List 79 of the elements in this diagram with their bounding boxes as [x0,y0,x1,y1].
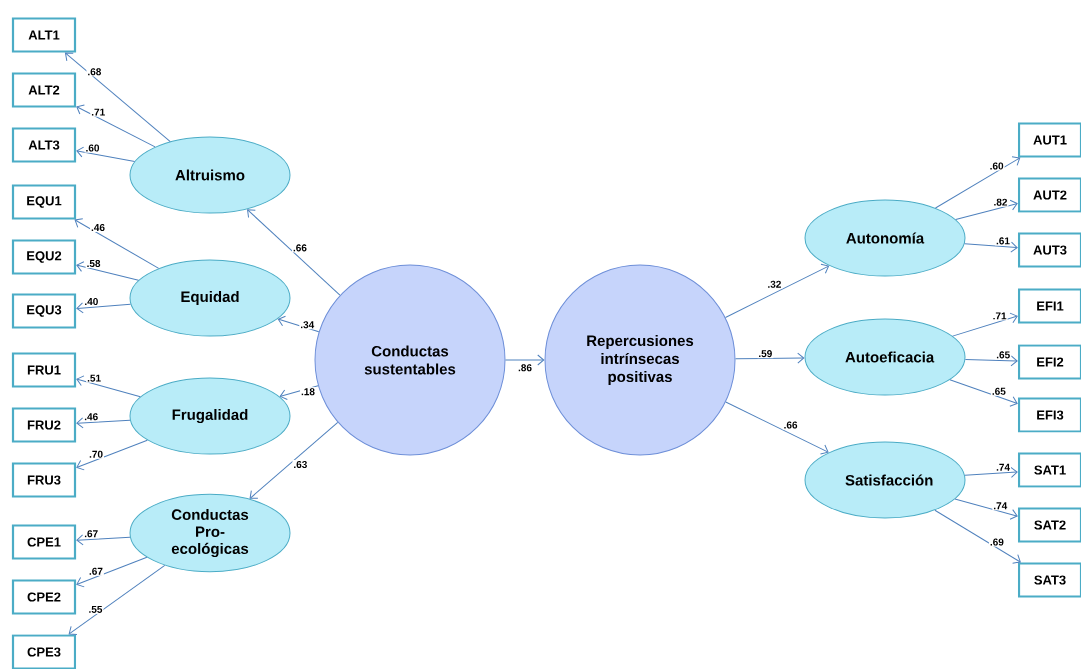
arrow [76,417,131,429]
indicator-box: FRU3 [11,462,77,498]
edge-label: .69 [990,538,1004,546]
indicator-box: EFI3 [1017,397,1081,433]
edge-label: .46 [84,413,98,421]
edge-label: .66 [784,421,798,429]
arrow [935,156,1021,209]
arrow [247,209,341,296]
arrow [68,564,166,635]
edge-label: .58 [87,259,101,268]
arrow [725,401,829,455]
edge-label: .71 [91,108,105,116]
arrow [76,104,156,148]
edge-label: .34 [301,321,315,329]
arrow [76,556,148,588]
indicator-box: CPE2 [11,579,77,615]
indicator-box: CPE1 [11,524,77,560]
arrow [76,534,131,546]
indicator-box: ALT3 [11,127,77,163]
edge-label: .66 [293,244,307,252]
edge-label: .86 [518,364,532,372]
edge-label: .70 [89,450,103,458]
arrow [955,199,1018,221]
arrow [954,498,1018,520]
arrow [76,146,136,162]
arrow [735,352,805,364]
arrow [934,509,1021,564]
arrow [964,241,1018,253]
indicator-box: AUT3 [1017,232,1081,268]
edge-label: .65 [996,351,1010,359]
edge-label: .40 [85,298,98,306]
indicator-box: SAT2 [1017,507,1081,543]
indicator-box: CPE3 [11,634,77,669]
arrow [725,263,830,318]
arrow [277,315,320,333]
indicator-box: ALT2 [11,72,77,108]
edge-label: .18 [301,388,315,396]
edge-label: .51 [87,374,101,382]
edge-label: .60 [86,144,100,152]
indicator-box: FRU2 [11,407,77,443]
arrow [76,375,141,398]
edge-label: .71 [993,312,1007,320]
edge-label: .55 [89,605,103,613]
edge-label: .46 [91,223,105,232]
arrow [76,302,132,314]
indicator-box: EQU3 [11,293,77,329]
edge-label: .60 [990,162,1004,170]
arrow [964,466,1018,478]
edge-label: .67 [84,530,98,538]
arrow [74,218,160,269]
edge-label: .65 [992,387,1006,395]
indicator-box: AUT1 [1017,122,1081,158]
indicator-box: FRU1 [11,352,77,388]
indicator-box: ALT1 [11,17,77,53]
arrow [964,355,1018,367]
arrow [505,354,545,366]
indicator-box: SAT1 [1017,452,1081,488]
indicator-box: EQU2 [11,239,77,275]
edge-label: .67 [89,567,103,575]
edge-label: .74 [994,502,1008,510]
arrow [64,52,171,142]
indicator-box: EQU1 [11,184,77,220]
arrow [249,422,339,499]
edge-label: .59 [759,350,772,358]
edge-label: .82 [994,198,1008,206]
edge-label: .68 [88,68,102,76]
arrow [279,385,319,401]
edge-label: .63 [294,460,307,469]
arrow [952,312,1018,337]
indicator-box: EFI1 [1017,288,1081,324]
edge-label: .61 [996,237,1010,245]
indicator-box: EFI2 [1017,344,1081,380]
indicator-box: AUT2 [1017,177,1081,213]
arrow [949,379,1018,407]
arrow [76,439,148,471]
arrow [76,261,139,281]
edge-label: .32 [768,280,781,288]
edge-label: .74 [996,463,1010,471]
indicator-box: SAT3 [1017,562,1081,598]
